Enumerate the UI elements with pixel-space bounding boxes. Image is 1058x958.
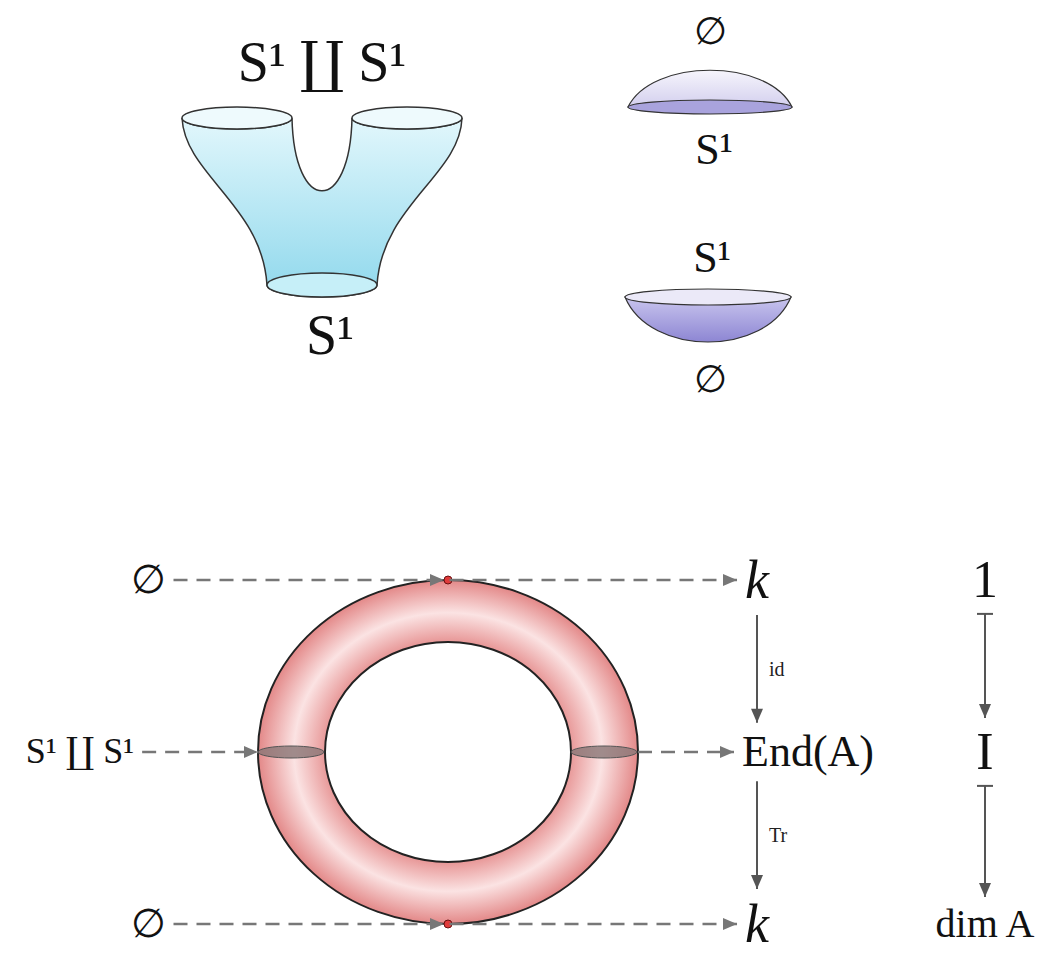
cut-circle: [258, 746, 324, 758]
map-arrow: [977, 614, 993, 718]
arrowhead: [979, 883, 991, 897]
mapsto-bar: [977, 613, 993, 615]
boundary-label: S¹: [693, 233, 731, 284]
arrow-shaft: [756, 615, 758, 723]
pair-of-pants: [182, 107, 462, 297]
math-object: k: [741, 549, 773, 611]
node-text: k: [745, 549, 769, 611]
mapsto-bar: [977, 785, 993, 787]
math-object: ∅: [127, 901, 170, 947]
functor-arrow: [174, 574, 738, 586]
node-text: ∅: [131, 557, 166, 603]
node-text: dim A: [936, 901, 1035, 947]
functor-arrow: [174, 918, 738, 930]
arrow-shaft: [142, 751, 734, 754]
map-arrow: [751, 615, 763, 723]
cut-circle: [571, 746, 637, 758]
arrowhead: [720, 746, 734, 758]
boundary-label: ∅: [694, 10, 727, 54]
boundary-label: S¹: [306, 303, 354, 367]
boundary-label: S¹: [695, 125, 733, 176]
math-object: ∅: [127, 557, 170, 603]
math-object: End(A): [738, 727, 878, 778]
torus: [258, 576, 638, 928]
arrowhead: [430, 574, 444, 586]
arrowhead: [723, 574, 737, 586]
functor-arrow: [142, 746, 734, 758]
arrowhead: [751, 875, 763, 889]
arrow-label: Tr: [767, 824, 789, 846]
boundary-label: ∅: [694, 358, 727, 402]
node-text: I: [976, 722, 993, 782]
cup-disk: [625, 289, 791, 342]
node-text: S¹ ∐ S¹: [26, 731, 134, 772]
arrow-shaft: [756, 781, 758, 889]
arrow-shaft: [174, 579, 738, 582]
arrowhead: [244, 746, 258, 758]
arrow-shaft: [984, 786, 986, 897]
arrowhead: [751, 709, 763, 723]
map-arrow: [977, 786, 993, 897]
arrow-shaft: [984, 614, 986, 718]
arrow-shaft: [174, 923, 738, 926]
boundary-label: S¹ ∐ S¹: [238, 30, 406, 94]
math-object: S¹ ∐ S¹: [22, 731, 138, 772]
math-object: k: [741, 893, 773, 955]
node-text: End(A): [742, 727, 874, 778]
node-text: k: [745, 893, 769, 955]
cap-disk: [628, 70, 792, 114]
map-arrow: [751, 781, 763, 889]
math-object: dim A: [932, 901, 1039, 947]
node-text: ∅: [131, 901, 166, 947]
arrowhead: [979, 704, 991, 718]
arrowhead: [723, 918, 737, 930]
arrow-label: id: [767, 658, 787, 680]
math-object: 1: [968, 550, 1002, 610]
math-object: I: [972, 722, 997, 782]
arrowhead: [430, 918, 444, 930]
node-text: 1: [972, 550, 998, 610]
